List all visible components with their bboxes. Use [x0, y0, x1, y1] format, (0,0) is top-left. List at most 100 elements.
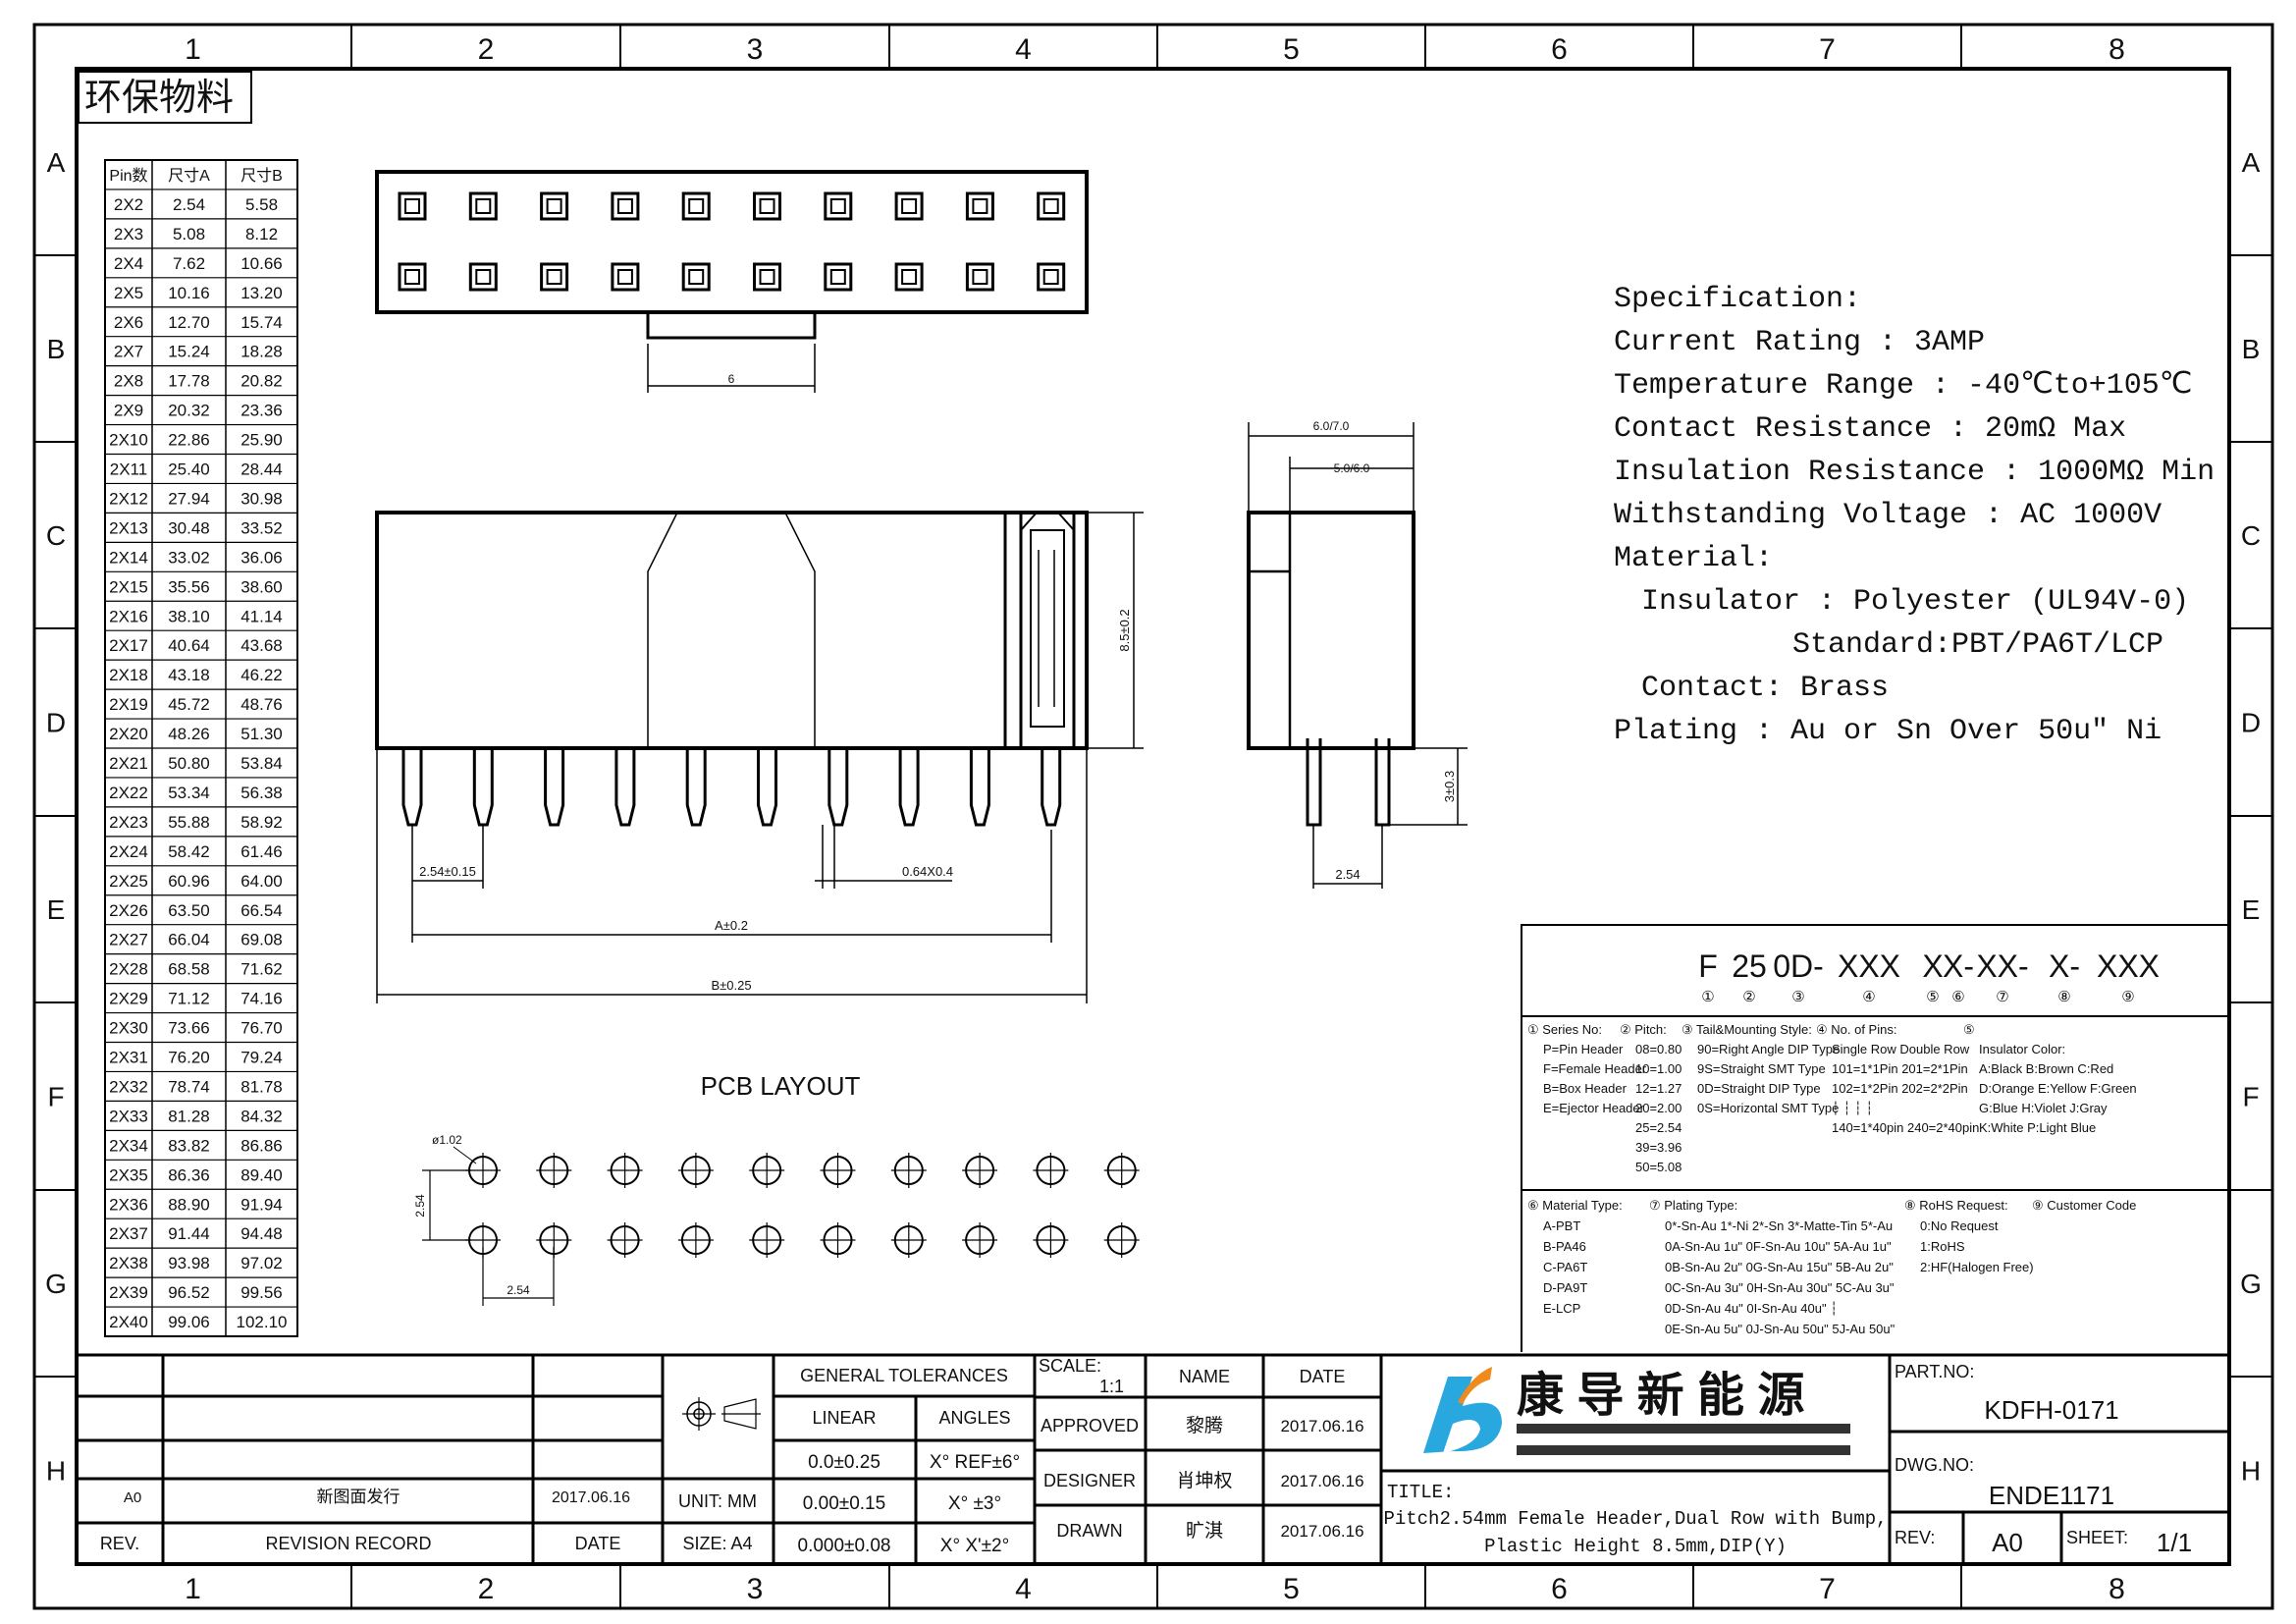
legend-text: 50=5.08 — [1635, 1160, 1682, 1174]
table-cell: 2X2 — [114, 195, 143, 214]
pcb-hole — [890, 1222, 927, 1258]
table-cell: 2X31 — [109, 1049, 148, 1067]
legend-text: 9S=Straight SMT Type — [1697, 1061, 1826, 1076]
pin-cavity-inner — [475, 269, 492, 285]
part-code-segment: F — [1698, 948, 1718, 984]
legend-text: A-PBT — [1543, 1218, 1580, 1233]
table-cell: 2X38 — [109, 1254, 148, 1272]
pcb-hole — [820, 1153, 856, 1188]
legend-text: E-LCP — [1543, 1301, 1580, 1316]
pin-cavity-inner — [616, 198, 633, 214]
pin-cavity — [894, 262, 924, 292]
legend-text: ⑤ — [1963, 1022, 1975, 1037]
legend-text: A:Black B:Brown C:Red — [1979, 1061, 2113, 1076]
dwg-no-label: DWG.NO: — [1895, 1455, 1974, 1475]
pin-leg — [544, 748, 565, 827]
table-cell: 2X6 — [114, 313, 143, 332]
table-cell: 2X28 — [109, 960, 148, 979]
table-cell: 84.32 — [240, 1107, 283, 1125]
dim-pitch: 2.54±0.15 — [419, 864, 476, 879]
pin-cavity-inner — [616, 269, 633, 285]
legend-text: ⑧ RoHS Request: — [1904, 1198, 2008, 1213]
pcb-hole — [1103, 1153, 1140, 1188]
part-code-segment: XX- — [1976, 948, 2028, 984]
table-cell: 60.96 — [168, 872, 210, 891]
pin-cavity-inner — [688, 198, 705, 214]
column-label: 3 — [747, 33, 764, 66]
row-label: B — [47, 334, 66, 364]
legend-text: 2:HF(Halogen Free) — [1920, 1260, 2034, 1274]
table-cell: 15.24 — [168, 343, 210, 361]
pin-cavity — [681, 262, 711, 292]
pin-cavity-inner — [688, 269, 705, 285]
row-label: D — [2241, 708, 2261, 738]
column-label: 2 — [478, 1573, 495, 1605]
legend-text: B-PA46 — [1543, 1239, 1586, 1254]
pin-cavity-inner — [546, 198, 562, 214]
table-cell: 2X18 — [109, 666, 148, 684]
legend-text: 0C-Sn-Au 3u" 0H-Sn-Au 30u" 5C-Au 3u" — [1665, 1280, 1895, 1295]
pcb-hole — [1033, 1222, 1069, 1258]
legend-text: 12=1.27 — [1635, 1081, 1682, 1096]
legend-text: 140=1*40pin 240=2*40pin — [1832, 1120, 1979, 1135]
pin-cavity — [398, 262, 427, 292]
legend-text: 1:RoHS — [1920, 1239, 1965, 1254]
table-cell: 102.10 — [237, 1313, 288, 1331]
part-code-segment: X- — [1943, 948, 1974, 984]
table-cell: 48.26 — [168, 725, 210, 743]
pin-cavity-inner — [1042, 269, 1059, 285]
table-cell: 71.12 — [168, 990, 210, 1008]
legend-text: 10=1.00 — [1635, 1061, 1682, 1076]
table-cell: 12.70 — [168, 313, 210, 332]
part-code-segment: X — [1922, 948, 1943, 984]
row-label: A — [2242, 147, 2261, 178]
legend-text: G:Blue H:Violet J:Gray — [1979, 1101, 2108, 1115]
pcb-hole — [607, 1153, 643, 1188]
part-code-segment: XXX — [2097, 948, 2160, 984]
table-cell: 2X36 — [109, 1195, 148, 1214]
legend-text: ① Series No: — [1527, 1022, 1602, 1037]
table-cell: 86.86 — [240, 1136, 283, 1155]
column-label: 6 — [1551, 1573, 1568, 1605]
table-cell: 2X3 — [114, 225, 143, 244]
table-cell: 8.12 — [245, 225, 278, 244]
pin-leg — [828, 748, 849, 827]
legend-text: 0D-Sn-Au 4u" 0I-Sn-Au 40u" ┆ — [1665, 1301, 1838, 1316]
angles-label: ANGLES — [938, 1408, 1010, 1428]
linear-label: LINEAR — [812, 1408, 876, 1428]
pcb-hole — [536, 1153, 572, 1188]
pin-cavity — [468, 191, 498, 221]
part-no: KDFH-0171 — [1984, 1395, 2118, 1425]
signoff-role: APPROVED — [1041, 1416, 1139, 1435]
table-cell: 30.48 — [168, 518, 210, 537]
legend-text: 25=2.54 — [1635, 1120, 1682, 1135]
linear-tolerance: 0.000±0.08 — [798, 1536, 891, 1556]
front-view: 8.5±0.2 2.54±0.15 0.64X0.4 A±0.2 B±0.25 — [375, 511, 1144, 1003]
part-code-number: ④ — [1862, 989, 1875, 1005]
legend-text: D-PA9T — [1543, 1280, 1587, 1295]
legend-text: 20=2.00 — [1635, 1101, 1682, 1115]
table-cell: 2X15 — [109, 577, 148, 596]
table-cell: 91.44 — [168, 1224, 210, 1243]
spec-line: Plating : Au or Sn Over 50u" Ni — [1614, 715, 2162, 748]
table-cell: 2X32 — [109, 1077, 148, 1096]
pin-cavity — [611, 191, 640, 221]
dim-bump-width: 6 — [728, 372, 735, 386]
legend-text: D:Orange E:Yellow F:Green — [1979, 1081, 2137, 1096]
part-code-segment: XXX — [1838, 948, 1900, 984]
signoff-date: 2017.06.16 — [1280, 1472, 1363, 1490]
table-cell: 2X40 — [109, 1313, 148, 1331]
column-label: 3 — [747, 1573, 764, 1605]
table-cell: 51.30 — [240, 725, 283, 743]
dwg-no: ENDE1171 — [1989, 1481, 2114, 1510]
table-cell: 2X37 — [109, 1224, 148, 1243]
